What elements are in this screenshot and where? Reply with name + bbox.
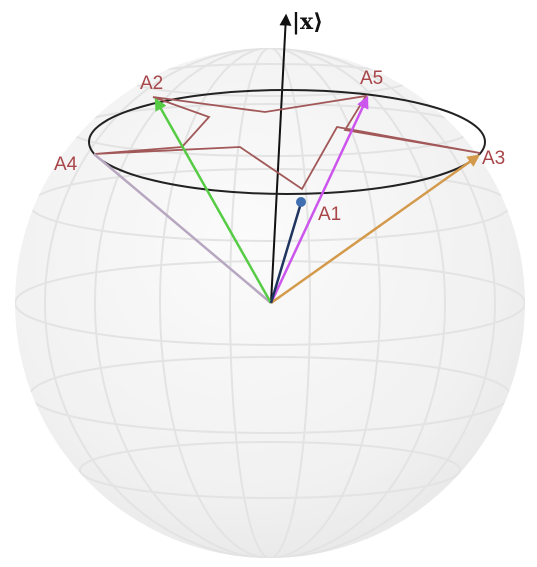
label-a4: A4 — [54, 154, 78, 175]
x-axis-arrow — [270, 13, 292, 304]
star-polygon — [93, 94, 481, 191]
label-a1: A1 — [318, 204, 341, 225]
label-a3: A3 — [482, 148, 505, 169]
vector-a5 — [269, 95, 369, 304]
axis-label: |x⟩ — [292, 9, 323, 35]
vector-a4 — [93, 153, 272, 304]
point-a1 — [296, 197, 306, 207]
latitude-circle — [88, 89, 486, 195]
vector-a3 — [270, 154, 481, 305]
vector-a1 — [269, 202, 303, 304]
label-a5: A5 — [360, 68, 383, 89]
label-a2: A2 — [140, 73, 163, 94]
vector-a2 — [154, 97, 273, 304]
